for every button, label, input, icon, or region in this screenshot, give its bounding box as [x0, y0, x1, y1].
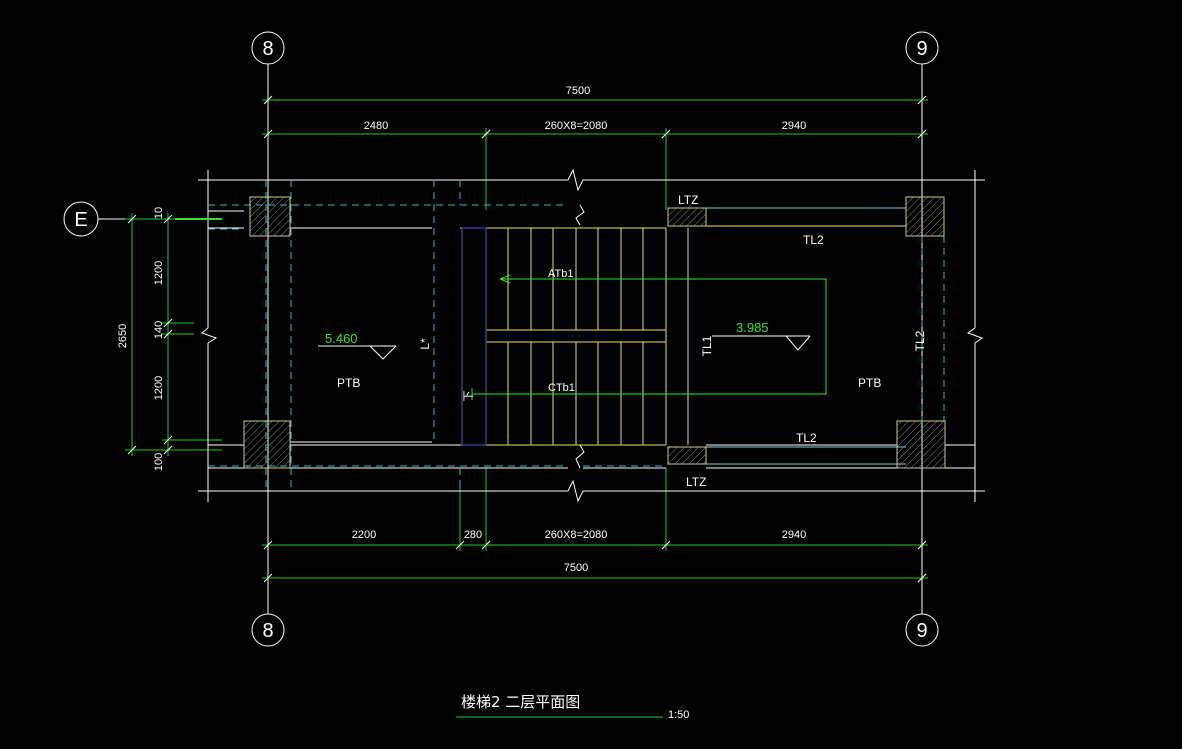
bottom-dimensions [262, 468, 928, 583]
label-tl2-right: TL2 [913, 330, 927, 351]
drawing-title: 楼梯2 二层平面图 [461, 693, 580, 711]
axis-e-label: E [74, 209, 87, 231]
dim-bottom-middle: 260X8=2080 [545, 529, 608, 541]
label-ltz-bottom: LTZ [686, 475, 706, 489]
label-atb1: ATb1 [548, 268, 573, 280]
left-dimensions [125, 213, 222, 456]
label-l-star: L* [418, 338, 432, 350]
drawing-scale: 1:50 [668, 709, 689, 721]
label-ltz-top: LTZ [678, 193, 698, 207]
axis-9-bottom-label: 9 [916, 620, 927, 642]
dim-top-total: 7500 [566, 85, 590, 97]
axis-8-bottom-label: 8 [262, 620, 273, 642]
axis-8-top-label: 8 [262, 38, 273, 60]
label-ptb-right: PTB [858, 376, 881, 390]
break-mark-bottom [575, 444, 585, 469]
dim-top-right: 2940 [782, 120, 806, 132]
dim-top-middle: 260X8=2080 [545, 120, 608, 132]
run-line [471, 274, 827, 400]
dim-left-d5: 100 [153, 453, 165, 471]
label-down-mark: 下 [463, 391, 475, 402]
dim-left-d3: 140 [153, 321, 165, 339]
level-right: 3.985 [736, 320, 769, 335]
top-dimensions [262, 95, 928, 210]
dim-left-d2: 1200 [153, 261, 165, 285]
level-left: 5.460 [325, 331, 358, 346]
wall-outline [198, 168, 985, 503]
beams [687, 207, 906, 465]
break-mark-top [575, 204, 585, 226]
axis-9-top-label: 9 [916, 38, 927, 60]
label-ctb1: CTb1 [548, 382, 575, 394]
stair-flights [460, 227, 667, 446]
columns [243, 196, 946, 469]
level-symbols [318, 335, 811, 360]
dim-bottom-right: 2940 [782, 529, 806, 541]
label-tl1: TL1 [700, 335, 714, 356]
dim-left-d4: 1200 [153, 376, 165, 400]
label-ptb-left: PTB [337, 376, 360, 390]
label-tl2-bottom: TL2 [796, 431, 817, 445]
dim-bottom-total: 7500 [564, 562, 588, 574]
stair-well-edge [461, 227, 487, 446]
dim-left-d1: 10 [153, 207, 165, 219]
dim-bottom-small: 280 [464, 529, 482, 541]
dim-bottom-left: 2200 [352, 529, 376, 541]
dim-top-left: 2480 [364, 120, 388, 132]
label-tl2-top: TL2 [803, 233, 824, 247]
dim-left-total: 2650 [117, 324, 129, 348]
